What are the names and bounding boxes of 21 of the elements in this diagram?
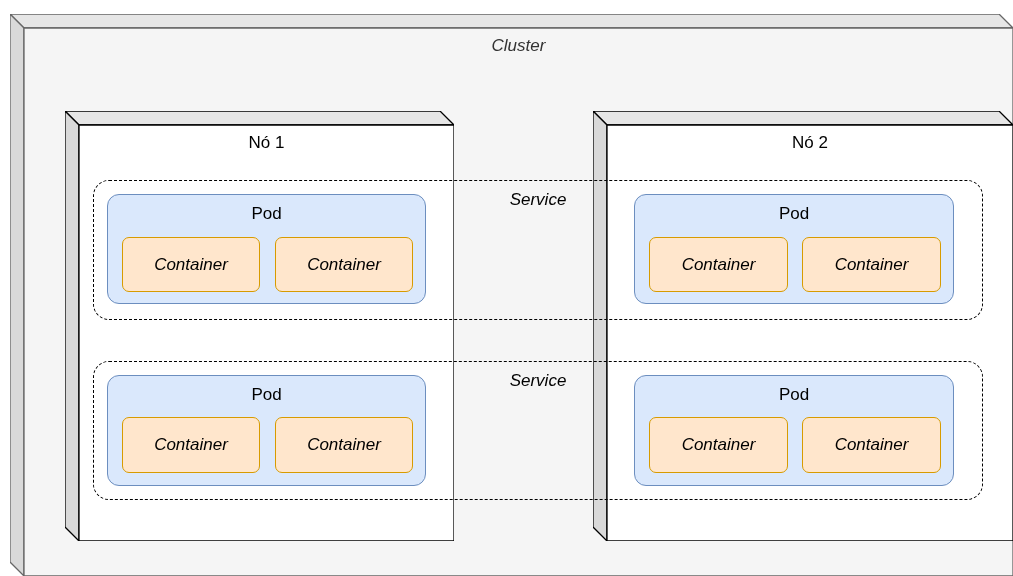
container-box: Container: [802, 237, 941, 292]
service-label: Service: [508, 371, 568, 391]
container-box: Container: [275, 237, 413, 292]
container-box: Container: [122, 417, 260, 473]
pod-title: Pod: [777, 385, 811, 405]
container-box: Container: [802, 417, 941, 473]
service-label: Service: [508, 190, 568, 210]
pod-box: [634, 194, 954, 304]
container-box: Container: [122, 237, 260, 292]
pod-box: [107, 375, 426, 486]
pod-box: [634, 375, 954, 486]
pod-title: Pod: [777, 204, 811, 224]
pod-title: Pod: [250, 385, 283, 405]
cluster-title: Cluster: [490, 36, 547, 56]
pod-box: [107, 194, 426, 304]
container-box: Container: [275, 417, 413, 473]
pod-title: Pod: [250, 204, 283, 224]
container-box: Container: [649, 237, 788, 292]
node-title: Nó 1: [247, 133, 286, 153]
node-title: Nó 2: [791, 133, 829, 153]
container-box: Container: [649, 417, 788, 473]
